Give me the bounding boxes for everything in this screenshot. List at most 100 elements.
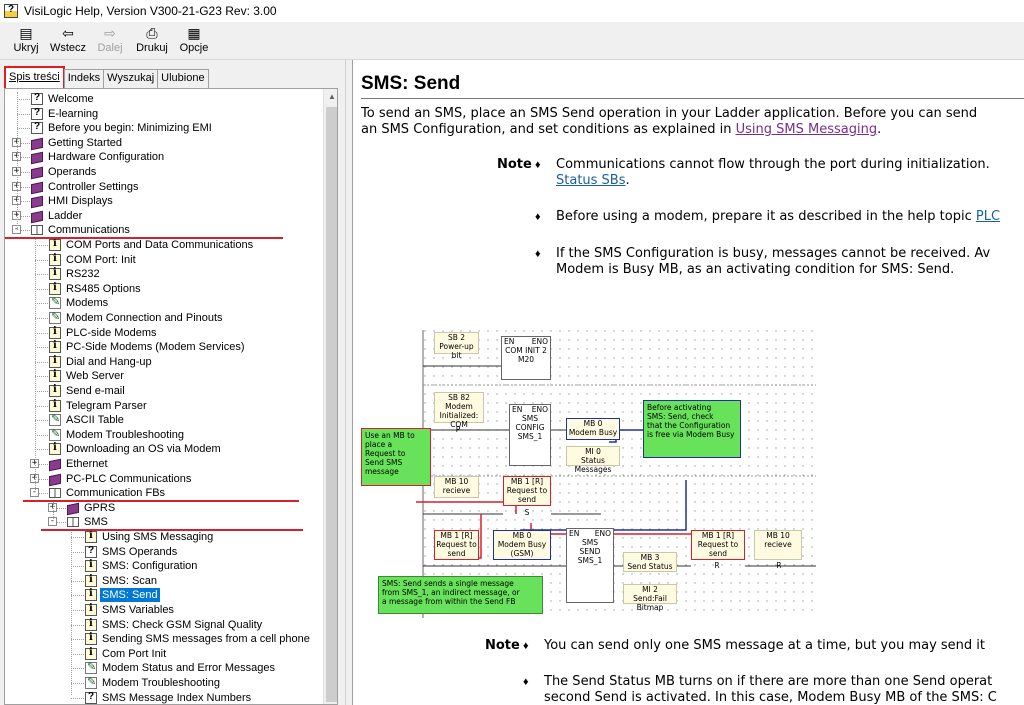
print-button[interactable]: ⎙ Drukuj (136, 25, 168, 54)
help-topic-icon (85, 691, 97, 704)
tool-page-icon (49, 427, 61, 441)
tree-item-ethernet[interactable]: Ethernet (49, 457, 110, 472)
expand-icon[interactable]: + (12, 209, 21, 220)
tree-item-web-server[interactable]: Web Server (49, 369, 126, 383)
mb10-recieve-label-1: MB 10 recieve (434, 476, 479, 498)
collapse-icon[interactable]: - (12, 224, 21, 235)
contents-tree[interactable]: ▲ WelcomeE-learningBefore you begin: Min… (4, 88, 338, 705)
note-4: You can send only one SMS message at a t… (544, 638, 986, 653)
tree-item-sms[interactable]: SMS (67, 515, 110, 529)
tree-item-e-learning[interactable]: E-learning (31, 107, 100, 121)
expand-icon[interactable]: + (30, 458, 39, 468)
tree-item-rs232[interactable]: RS232 (49, 267, 102, 281)
tab-search[interactable]: Wyszukaj (103, 69, 159, 88)
expand-icon[interactable]: + (30, 472, 39, 483)
expand-icon[interactable]: + (12, 180, 21, 191)
tree-item-sms-modem-troubleshooting[interactable]: Modem Troubleshooting (85, 675, 222, 690)
tool-page-icon (85, 660, 97, 675)
note-sms-send-description: SMS: Send sends a single message from SM… (378, 576, 543, 614)
tree-item-gprs[interactable]: GPRS (67, 501, 117, 516)
tree-item-sending-sms-cell-phone[interactable]: Sending SMS messages from a cell phone (85, 632, 312, 646)
scroll-up-icon[interactable]: ▲ (328, 92, 336, 101)
options-button[interactable]: ▦ Opcje (179, 25, 209, 54)
collapse-icon[interactable]: - (30, 487, 39, 498)
tab-index[interactable]: Indeks (63, 69, 105, 88)
tree-item-sms-operands[interactable]: SMS Operands (85, 545, 179, 559)
tree-scrollbar[interactable]: ▲ (323, 89, 337, 704)
info-page-icon (85, 632, 97, 646)
tree-item-com-port-init-sms[interactable]: Com Port Init (85, 647, 168, 661)
tree-connector (35, 288, 48, 290)
tree-item-com-port-init[interactable]: COM Port: Init (49, 253, 138, 267)
expand-icon[interactable]: + (12, 151, 21, 162)
tab-contents[interactable]: Spis treści (4, 66, 65, 88)
scroll-thumb[interactable] (326, 107, 337, 702)
tree-item-welcome[interactable]: Welcome (31, 92, 96, 106)
tree-item-communication-fbs[interactable]: Communication FBs (49, 486, 167, 500)
tree-connector (71, 595, 84, 597)
tree-item-using-sms-messaging[interactable]: Using SMS Messaging (85, 530, 215, 544)
tree-item-label: Telegram Parser (66, 399, 147, 412)
tree-item-pc-side-modems[interactable]: PC-Side Modems (Modem Services) (49, 340, 247, 354)
tree-connector (35, 391, 48, 392)
expand-icon[interactable]: + (12, 166, 21, 176)
expand-icon[interactable]: + (48, 501, 57, 512)
tree-connector (35, 303, 48, 305)
tree-item-hmi-displays[interactable]: HMI Displays (31, 194, 115, 209)
tree-item-sms-check-gsm[interactable]: SMS: Check GSM Signal Quality (85, 618, 264, 632)
tree-item-label: Web Server (66, 370, 124, 383)
tree-item-sms-scan[interactable]: SMS: Scan (85, 574, 159, 588)
tree-item-hardware-configuration[interactable]: Hardware Configuration (31, 150, 166, 165)
info-page-icon (49, 253, 61, 266)
tree-item-ladder[interactable]: Ladder (31, 209, 84, 224)
tree-item-ascii-table[interactable]: ASCII Table (49, 412, 126, 427)
tree-item-sms-variables[interactable]: SMS Variables (85, 603, 176, 617)
tree-item-downloading-os[interactable]: Downloading an OS via Modem (49, 442, 223, 456)
tree-item-pc-plc-communications[interactable]: PC-PLC Communications (49, 472, 193, 486)
intro-line-1: To send an SMS, place an SMS Send operat… (361, 106, 978, 121)
tree-item-rs485-options[interactable]: RS485 Options (49, 282, 143, 296)
closed-book-icon (31, 137, 43, 151)
tree-item-plc-side-modems[interactable]: PLC-side Modems (49, 326, 158, 340)
info-page-icon (49, 384, 61, 397)
tree-item-label: COM Port: Init (66, 253, 136, 266)
plc-modem-link[interactable]: PLC (975, 209, 1001, 224)
tree-item-send-email[interactable]: Send e-mail (49, 384, 127, 398)
tree-item-modem-status-errors[interactable]: Modem Status and Error Messages (85, 660, 277, 675)
note-2: Before using a modem, prepare it as desc… (556, 209, 1001, 224)
tree-item-modems[interactable]: Modems (49, 295, 110, 310)
tab-favorites[interactable]: Ulubione (157, 69, 209, 88)
set-coil: S (524, 508, 530, 517)
hide-button[interactable]: ▤ Ukryj (13, 25, 39, 54)
tree-item-label: PC-PLC Communications (66, 472, 192, 485)
tree-item-operands[interactable]: Operands (31, 165, 98, 180)
tree-item-modem-connection[interactable]: Modem Connection and Pinouts (49, 310, 225, 325)
tree-connector (35, 434, 48, 436)
closed-book-icon (31, 181, 43, 194)
info-page-icon (85, 559, 97, 573)
collapse-icon[interactable]: - (48, 516, 57, 527)
tree-item-com-ports[interactable]: COM Ports and Data Communications (49, 238, 255, 252)
expand-icon[interactable]: + (12, 195, 21, 206)
tree-item-controller-settings[interactable]: Controller Settings (31, 180, 141, 194)
tree-item-communications[interactable]: Communications (31, 223, 132, 237)
pane-splitter[interactable] (345, 60, 352, 705)
tree-connector (71, 683, 84, 684)
tree-item-label: Dial and Hang-up (66, 355, 152, 368)
tree-item-modem-troubleshooting[interactable]: Modem Troubleshooting (49, 427, 186, 442)
status-sbs-link[interactable]: Status SBs (556, 173, 626, 188)
back-button[interactable]: ⇦ Wstecz (49, 25, 87, 54)
forward-button[interactable]: ⇨ Dalej (97, 25, 123, 54)
tree-connector (17, 99, 30, 100)
expand-icon[interactable]: + (12, 136, 21, 147)
tree-guide-line (71, 530, 72, 695)
tree-connector (35, 259, 48, 261)
tree-item-dial-hang-up[interactable]: Dial and Hang-up (49, 355, 154, 369)
tree-item-telegram-parser[interactable]: Telegram Parser (49, 399, 149, 413)
tree-item-minimizing-emi[interactable]: Before you begin: Minimizing EMI (31, 121, 214, 135)
using-sms-messaging-link[interactable]: Using SMS Messaging (735, 122, 878, 137)
tree-item-getting-started[interactable]: Getting Started (31, 136, 124, 151)
tree-item-sms-message-index[interactable]: SMS Message Index Numbers (85, 691, 253, 704)
tree-item-sms-configuration[interactable]: SMS: Configuration (85, 559, 199, 573)
tree-item-sms-send[interactable]: SMS: Send (85, 588, 160, 603)
